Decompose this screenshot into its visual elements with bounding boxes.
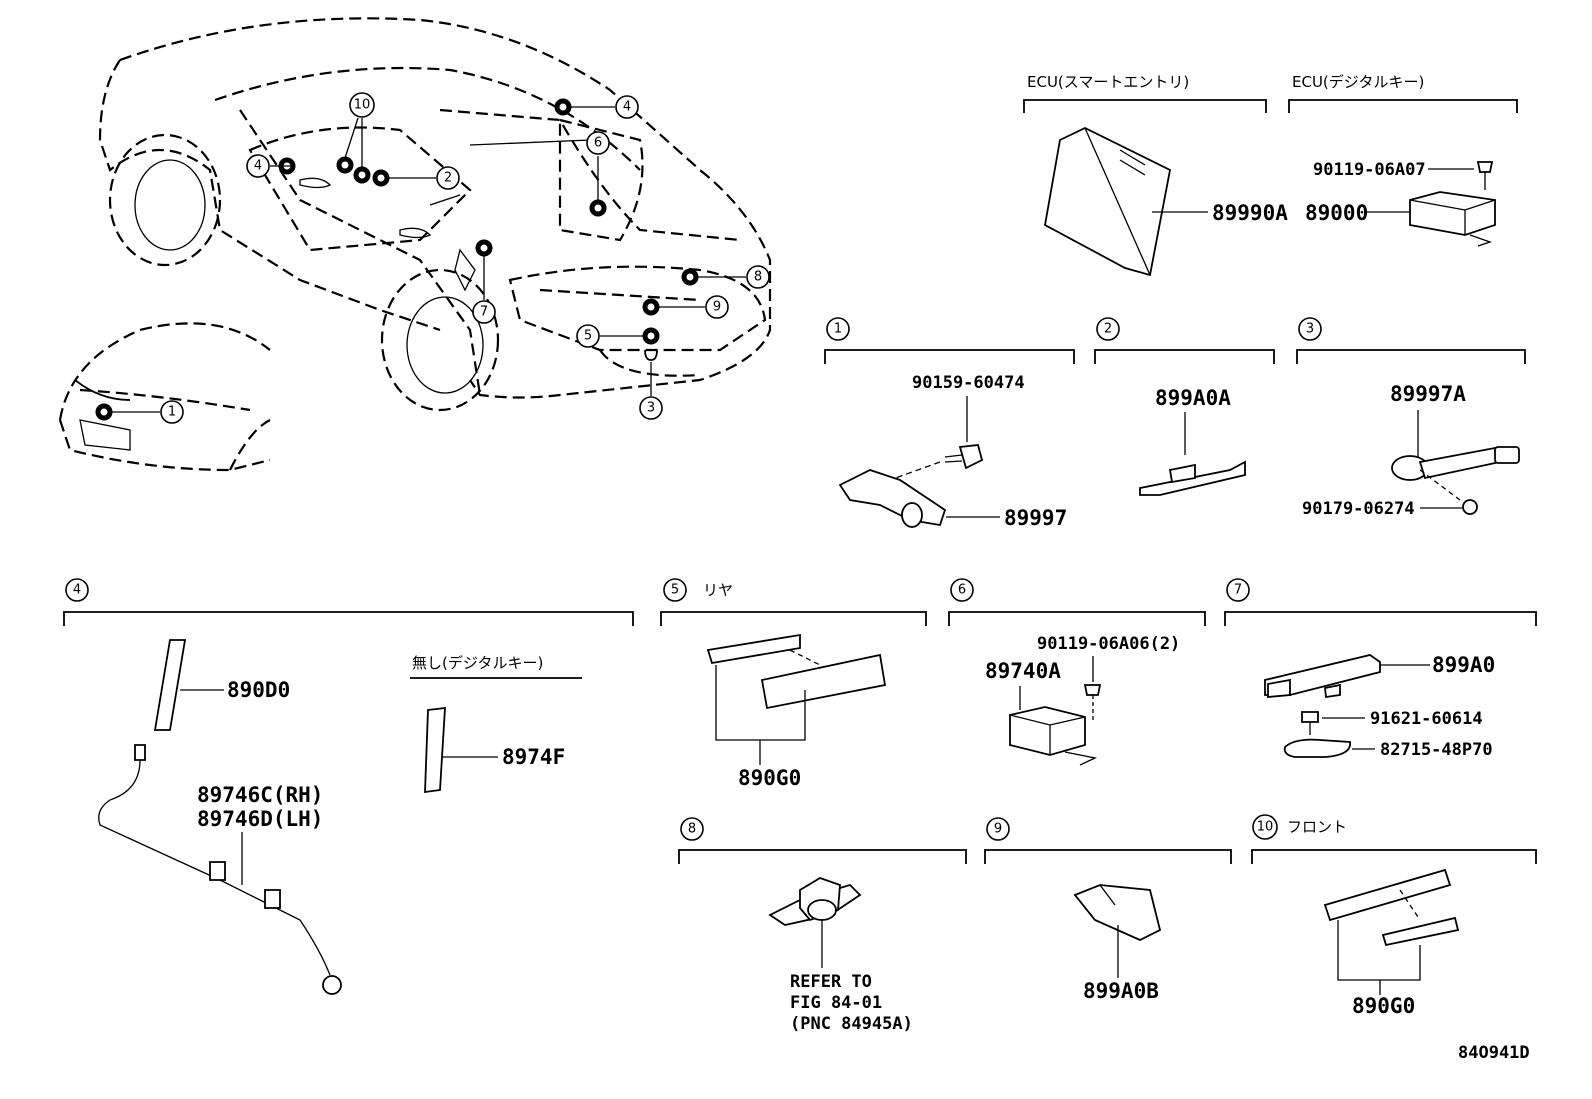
svg-text:2: 2 — [1104, 322, 1112, 337]
part-890D0: 890D0 — [227, 678, 290, 702]
callout-7: 7 — [472, 300, 496, 324]
group-10: 10 フロント 890G0 — [1251, 814, 1537, 1018]
svg-text:8: 8 — [754, 270, 762, 285]
callout-4-front: 4 — [246, 154, 270, 178]
part-89740A: 89740A — [985, 659, 1061, 683]
group-ecu-smart-entry: ECU(スマートエントリ) 89990A — [1023, 73, 1288, 277]
svg-text:4: 4 — [254, 159, 262, 174]
part-899A0A: 899A0A — [1155, 386, 1231, 410]
part-89746C-RH: 89746C(RH) — [197, 783, 323, 807]
part-90179-06274: 90179-06274 — [1302, 499, 1415, 519]
svg-text:4: 4 — [623, 100, 631, 115]
svg-text:1: 1 — [834, 322, 842, 337]
svg-text:9: 9 — [713, 300, 721, 315]
svg-text:1: 1 — [168, 405, 176, 420]
svg-text:2: 2 — [444, 171, 452, 186]
svg-text:8: 8 — [688, 822, 696, 837]
group-6: 6 90119-06A06(2) 89740A — [948, 578, 1206, 766]
part-89746D-LH: 89746D(LH) — [197, 807, 323, 831]
refer-line-2: FIG 84-01 — [790, 993, 882, 1013]
svg-text:4: 4 — [73, 583, 81, 598]
part-8974F: 8974F — [502, 745, 565, 769]
group-2: 2 899A0A — [1094, 317, 1275, 496]
callout-6: 6 — [586, 131, 610, 155]
refer-line-3: (PNC 84945A) — [790, 1014, 913, 1034]
svg-text:3: 3 — [1306, 322, 1314, 337]
group-7: 7 899A0 91621-60614 82715-48P70 — [1224, 578, 1537, 760]
svg-text:5: 5 — [584, 329, 592, 344]
callout-1: 1 — [160, 400, 184, 424]
part-89000: 89000 — [1305, 201, 1368, 225]
part-90119-06A06: 90119-06A06(2) — [1037, 634, 1180, 654]
ecu-smart-entry-header: ECU(スマートエントリ) — [1027, 73, 1189, 91]
rear-label: リヤ — [703, 581, 733, 599]
callout-5: 5 — [576, 324, 600, 348]
part-82715-48P70: 82715-48P70 — [1380, 740, 1493, 760]
callout-3: 3 — [639, 396, 663, 420]
vehicle-illustration — [98, 17, 772, 412]
callout-4-rear: 4 — [615, 95, 639, 119]
svg-text:5: 5 — [671, 583, 679, 598]
svg-text:7: 7 — [480, 305, 488, 320]
vehicle-callouts: 1 4 4 10 2 6 7 8 9 5 3 — [160, 92, 770, 424]
svg-text:10: 10 — [1257, 820, 1274, 835]
callout-9: 9 — [705, 295, 729, 319]
svg-text:9: 9 — [994, 822, 1002, 837]
part-89997A: 89997A — [1390, 382, 1466, 406]
part-89997: 89997 — [1004, 506, 1067, 530]
vehicle-leaders — [110, 106, 746, 413]
svg-text:10: 10 — [354, 98, 371, 113]
group-8: 8 REFER TO FIG 84-01 (PNC 84945A) — [678, 817, 967, 1034]
group-9: 9 899A0B — [984, 817, 1232, 1003]
part-899A0: 899A0 — [1432, 653, 1495, 677]
front-vehicle-illustration — [58, 322, 271, 472]
callout-2: 2 — [436, 166, 460, 190]
refer-line-1: REFER TO — [790, 972, 872, 992]
part-89990A: 89990A — [1212, 201, 1288, 225]
part-899A0B: 899A0B — [1083, 979, 1159, 1003]
group-4: 4 890D0 89746C(RH) 89746D(LH) 無し(デジタルキー)… — [63, 578, 634, 995]
group-3: 3 89997A 90179-06274 — [1296, 317, 1526, 519]
no-digital-key-subheader: 無し(デジタルキー) — [412, 654, 543, 672]
vehicle-markers — [95, 98, 699, 421]
part-90159-60474: 90159-60474 — [912, 373, 1025, 393]
part-890G0-front: 890G0 — [1352, 994, 1415, 1018]
group-ecu-digital-key: ECU(デジタルキー) 90119-06A07 89000 — [1288, 73, 1518, 247]
callout-10: 10 — [349, 92, 375, 118]
front-label: フロント — [1287, 818, 1347, 836]
svg-text:6: 6 — [958, 583, 966, 598]
callout-8: 8 — [746, 265, 770, 289]
svg-text:6: 6 — [594, 136, 602, 151]
part-90119-06A07: 90119-06A07 — [1313, 160, 1426, 180]
svg-text:7: 7 — [1234, 583, 1242, 598]
figure-id: 84O941D — [1458, 1043, 1530, 1063]
group-1: 1 90159-60474 89997 — [824, 317, 1075, 530]
part-91621-60614: 91621-60614 — [1370, 709, 1483, 729]
part-890G0-rear: 890G0 — [738, 766, 801, 790]
group-5: 5 リヤ 890G0 — [660, 578, 927, 790]
svg-text:3: 3 — [647, 401, 655, 416]
ecu-digital-key-header: ECU(デジタルキー) — [1292, 73, 1424, 91]
